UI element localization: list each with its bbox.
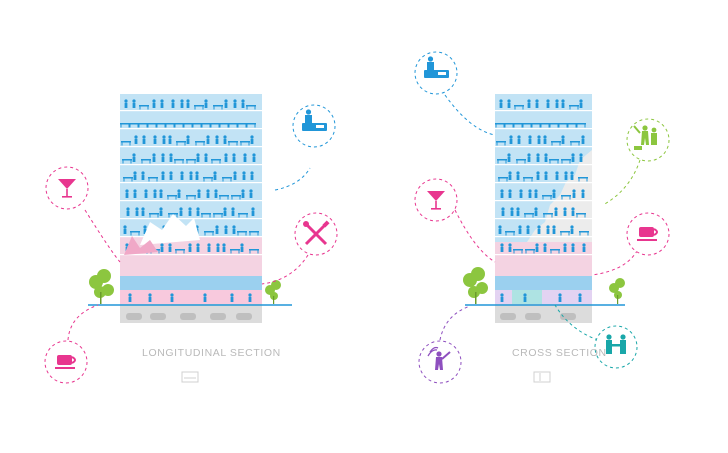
performer-icon <box>418 340 462 384</box>
building-section-cross <box>495 94 592 323</box>
dog-walking-icon <box>626 118 670 162</box>
cocktail-glass-icon <box>414 178 458 222</box>
section-caption: LONGITUDINAL SECTION <box>142 347 281 359</box>
section-marker-icon <box>533 371 551 383</box>
office-desk-icon <box>414 51 458 95</box>
tree-right <box>265 280 281 304</box>
section-marker-icon <box>181 371 199 383</box>
tree-left <box>463 267 488 304</box>
cross-section: CROSS SECTION <box>414 51 670 384</box>
handshake-icon <box>594 325 638 369</box>
fork-knife-icon <box>294 212 338 256</box>
cocktail-glass-icon <box>45 166 89 210</box>
tree-right <box>609 278 625 304</box>
section-caption: CROSS SECTION <box>512 347 607 359</box>
building-section-longitudinal <box>120 94 262 323</box>
coffee-cup-icon <box>44 340 88 384</box>
basement-cars <box>500 313 576 320</box>
tree-left <box>89 269 114 304</box>
coffee-cup-icon <box>626 212 670 256</box>
basement-cars <box>126 313 252 320</box>
longitudinal-section: LONGITUDINAL SECTION <box>44 94 338 384</box>
office-floors <box>495 99 592 256</box>
office-desk-icon <box>292 104 336 148</box>
